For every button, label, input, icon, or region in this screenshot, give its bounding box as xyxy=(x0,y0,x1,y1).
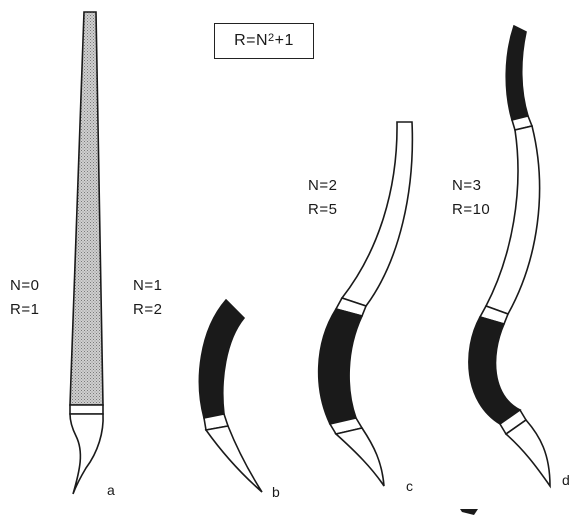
claw-d-dark-segment xyxy=(469,317,520,424)
claw-d-white-segment xyxy=(486,126,540,314)
claw-b xyxy=(199,300,262,492)
claw-a-tip xyxy=(70,414,103,494)
claw-b-dark-segment xyxy=(199,300,244,418)
panel-b-r-label: R=2 xyxy=(133,300,162,320)
formula-exponent: 2 xyxy=(268,32,275,44)
panel-d-letter: d xyxy=(562,472,570,488)
claw-c-white-segment xyxy=(342,122,412,306)
claw-a xyxy=(70,12,103,494)
claw-b-tip xyxy=(206,426,262,492)
claw-c-dark-segment xyxy=(319,309,362,424)
panel-b-letter: b xyxy=(272,484,280,500)
panel-a-letter: a xyxy=(107,482,115,498)
claw-d-tip xyxy=(506,420,550,486)
panel-a-r-label: R=1 xyxy=(10,300,39,320)
formula-prefix: R=N xyxy=(234,32,268,50)
panel-c-r-label: R=5 xyxy=(308,200,337,220)
panel-a-n-label: N=0 xyxy=(10,276,39,296)
formula-suffix: +1 xyxy=(275,32,294,50)
claw-c-tip xyxy=(336,428,384,486)
claw-a-band xyxy=(70,405,103,414)
claw-d xyxy=(469,26,550,486)
panel-c-n-label: N=2 xyxy=(308,176,337,196)
panel-d-n-label: N=3 xyxy=(452,176,481,196)
panel-c-letter: c xyxy=(406,478,413,494)
claw-d-dark-top xyxy=(506,26,528,120)
stray-mark xyxy=(460,509,478,515)
claw-a-shaft xyxy=(70,12,103,405)
panel-d-r-label: R=10 xyxy=(452,200,490,220)
panel-b-n-label: N=1 xyxy=(133,276,162,296)
